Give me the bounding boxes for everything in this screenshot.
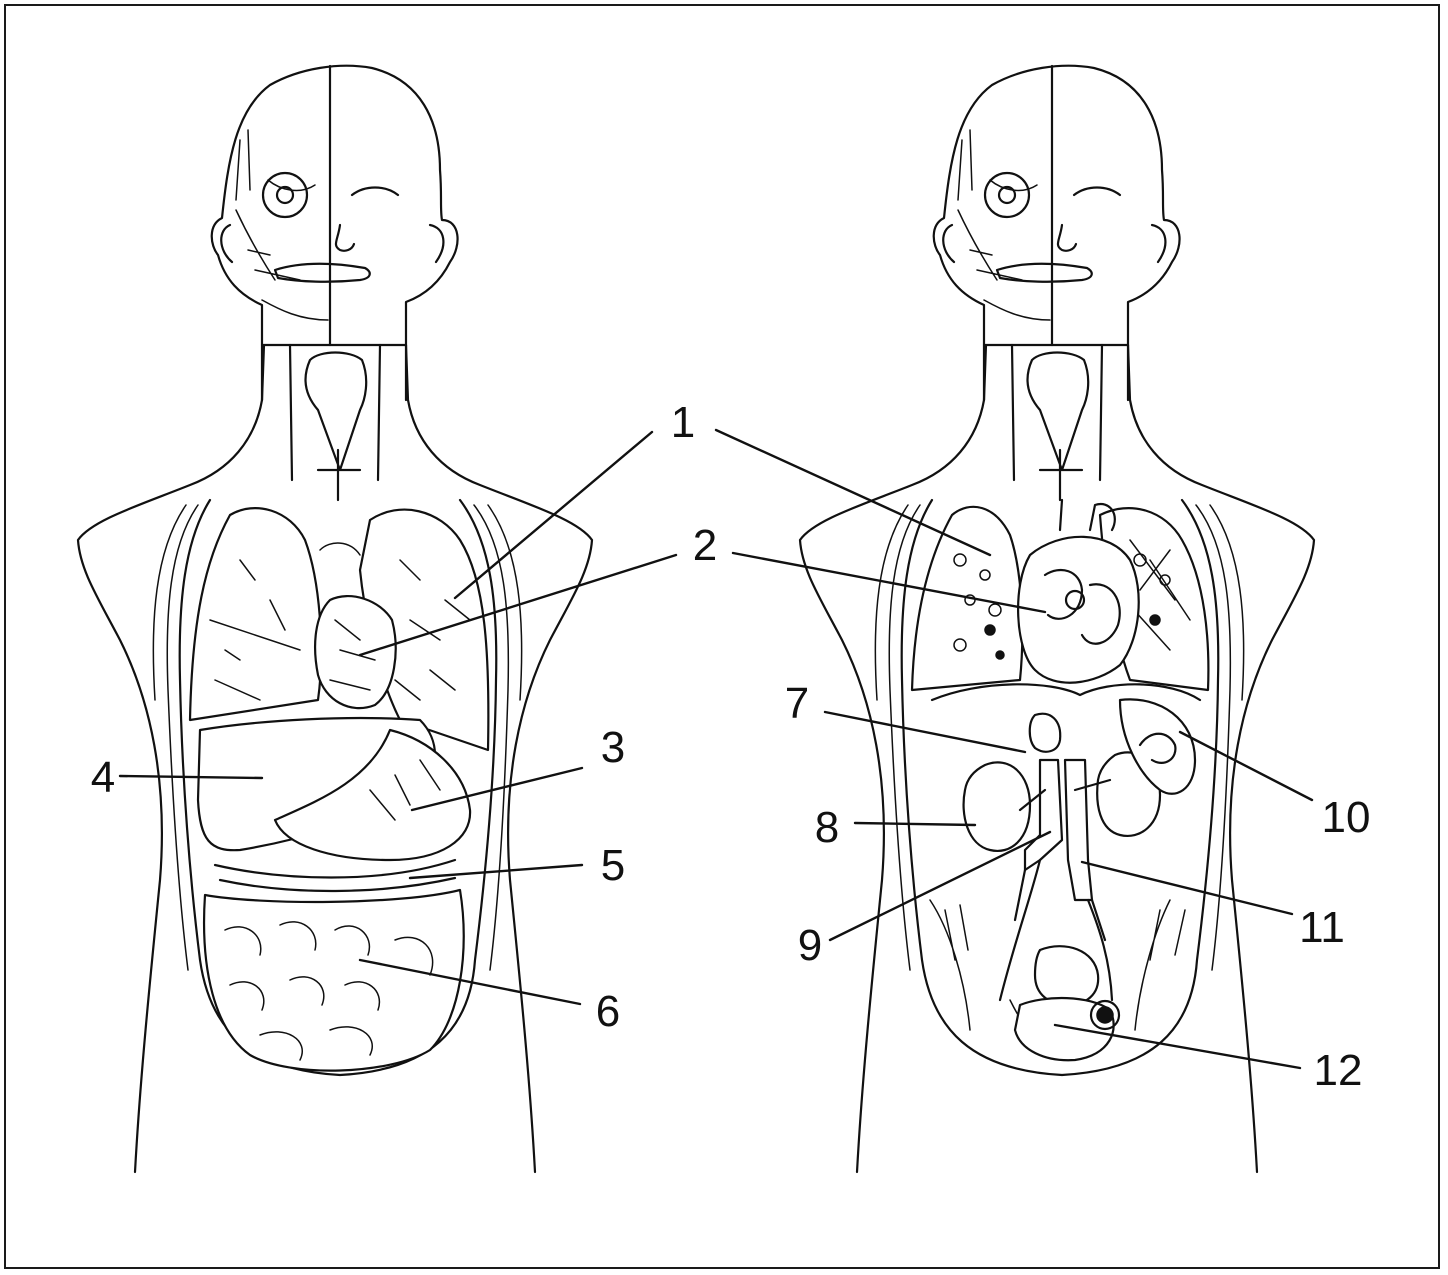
- right-rectum-area: [1015, 998, 1114, 1060]
- left-lung-right: [190, 508, 321, 720]
- right-head: [934, 66, 1180, 345]
- left-heart: [315, 596, 396, 708]
- right-bladder: [1035, 946, 1098, 1005]
- right-aorta: [1065, 760, 1092, 900]
- left-intestines: [204, 890, 464, 1071]
- leader-9: [830, 832, 1050, 940]
- label-3: 3: [601, 723, 625, 772]
- label-9: 9: [798, 921, 822, 970]
- label-11: 11: [1299, 903, 1345, 952]
- right-torso-model: [800, 66, 1314, 1172]
- label-10: 10: [1322, 793, 1371, 842]
- right-adrenal: [1030, 714, 1060, 752]
- right-neck: [984, 345, 1128, 500]
- left-head: [212, 66, 458, 345]
- right-diaphragm: [932, 684, 1200, 700]
- label-5: 5: [601, 841, 625, 890]
- leader-10: [1180, 732, 1312, 800]
- label-4: 4: [91, 753, 115, 802]
- leader-11: [1082, 862, 1292, 914]
- leader-8: [855, 823, 975, 825]
- left-neck: [262, 345, 406, 500]
- leader-5: [410, 865, 582, 878]
- label-8: 8: [815, 803, 839, 852]
- right-kidney-right: [964, 762, 1030, 851]
- left-colon-band: [215, 860, 455, 891]
- label-12: 12: [1314, 1046, 1363, 1095]
- label-1: 1: [671, 398, 695, 447]
- leader-7: [825, 712, 1025, 752]
- left-torso-model: [78, 66, 592, 1172]
- label-7: 7: [785, 679, 809, 728]
- label-2: 2: [693, 521, 717, 570]
- right-rectum-hole: [1097, 1007, 1113, 1023]
- leader-1-right: [716, 430, 990, 555]
- label-6: 6: [596, 987, 620, 1036]
